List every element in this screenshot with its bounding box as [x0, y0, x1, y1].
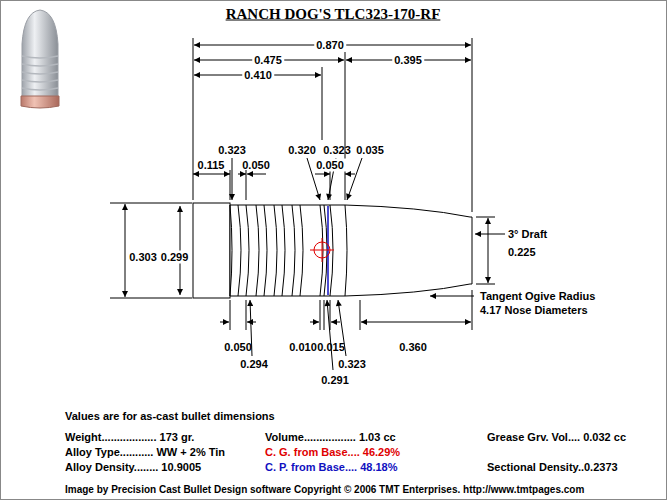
- dimension-value: 0.323: [323, 144, 351, 157]
- dimension-value: 0.395: [392, 54, 424, 67]
- table-cell: Alloy Type........... WW + 2% Tin: [65, 446, 225, 459]
- dimension-value: 0.010: [289, 341, 317, 354]
- bullet-picture: [21, 10, 59, 108]
- dimension-value: 0.323: [218, 144, 246, 157]
- dimension-value: 0.475: [252, 54, 284, 67]
- dimension-value: 0.035: [356, 144, 384, 157]
- draft-note: 3° Draft: [508, 228, 547, 241]
- dimension-value: 0.050: [242, 159, 270, 172]
- dimension-value: 0.870: [314, 39, 346, 52]
- dimension-value: 0.323: [338, 358, 366, 371]
- dimension-value: 0.050: [224, 341, 252, 354]
- table-cell: Grease Grv. Vol.... 0.032 cc: [487, 431, 626, 444]
- dimension-lines: [110, 38, 505, 370]
- dimension-value: 0.291: [321, 374, 349, 387]
- dimension-value: 0.299: [159, 251, 191, 264]
- dimension-value: 0.294: [240, 358, 268, 371]
- bullet-profile: [193, 203, 472, 298]
- cg-marker: [310, 238, 334, 262]
- table-cell: Volume................. 1.03 cc: [265, 431, 396, 444]
- table-cell: C. G. from Base.... 46.29%: [265, 446, 400, 459]
- dimension-value: 0.115: [198, 159, 225, 172]
- dimension-value: 0.320: [288, 144, 316, 157]
- grease-grooves: [230, 205, 347, 296]
- table-heading: Values are for as-cast bullet dimensions: [65, 410, 275, 423]
- dimension-value: 0.050: [314, 159, 346, 172]
- table-cell: Weight.................. 173 gr.: [65, 431, 194, 444]
- dimension-value: 0.410: [242, 69, 274, 82]
- title: RANCH DOG'S TLC323-170-RF: [226, 6, 441, 23]
- dimension-value: 0.360: [399, 341, 427, 354]
- table-cell: C. P. from Base.... 48.18%: [265, 461, 397, 474]
- table-cell: Alloy Density........ 10.9005: [65, 461, 201, 474]
- dimension-value: 0.303: [129, 251, 157, 264]
- ogive-note: Tangent Ogive Radius: [480, 290, 595, 303]
- table-cell: Sectional Density..0.2373: [487, 461, 618, 474]
- dimension-value: 0.015: [317, 341, 345, 354]
- caption: Image by Precision Cast Bullet Design so…: [65, 483, 584, 496]
- dimension-value: 0.225: [508, 246, 536, 259]
- ogive-note: 4.17 Nose Diameters: [480, 304, 588, 317]
